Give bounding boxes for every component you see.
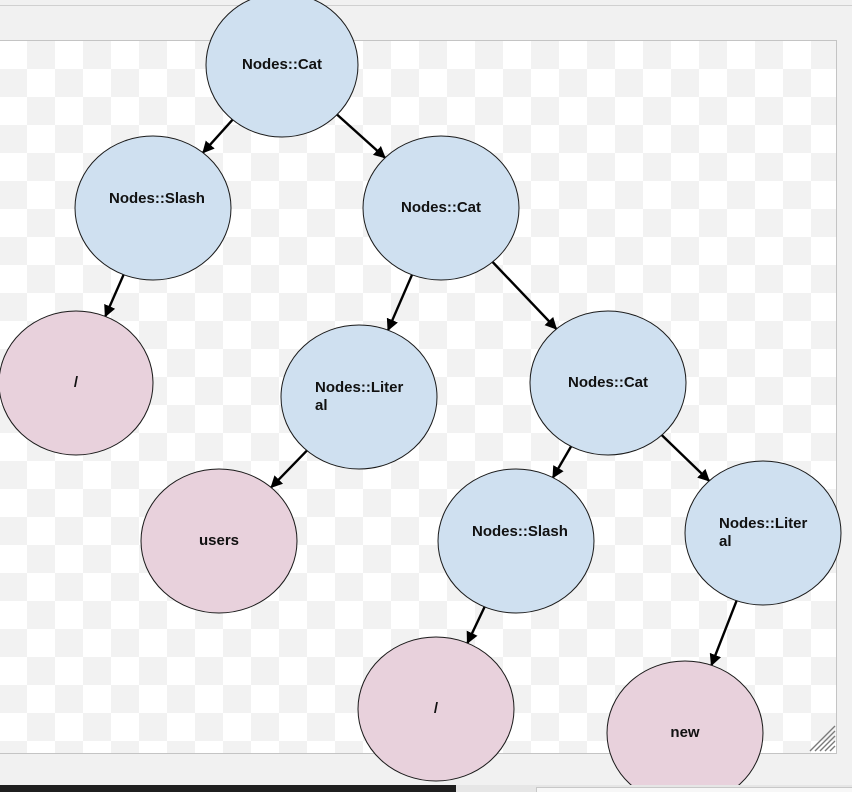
bottom-tab[interactable]	[536, 787, 852, 792]
edge-n6-n9	[660, 434, 711, 482]
node-label-n4: /	[73, 374, 79, 391]
node-label-n5: Nodes::Literal	[315, 379, 404, 414]
edge-n1-n3	[336, 113, 386, 159]
top-divider	[0, 5, 852, 6]
node-label-n10: /	[433, 700, 439, 717]
node-label-n2: Nodes::Slash	[109, 190, 205, 207]
edge-n3-n5	[386, 274, 414, 332]
leaf-node-n10[interactable]	[357, 636, 515, 782]
tree-node-n2[interactable]	[74, 135, 232, 281]
tree-node-n6[interactable]	[529, 310, 687, 456]
node-label-n7: users	[198, 532, 240, 549]
leaf-node-n4[interactable]	[0, 310, 154, 456]
node-label-n8: Nodes::Slash	[472, 523, 568, 540]
edge-n9-n11	[709, 600, 738, 667]
node-label-n9: Nodes::Literal	[719, 515, 808, 550]
node-label-n11: new	[670, 724, 700, 741]
leaf-node-n7[interactable]	[140, 468, 298, 614]
leaf-node-n11[interactable]	[606, 660, 764, 792]
edge-n8-n10	[466, 606, 486, 645]
resize-handle-icon[interactable]	[806, 722, 836, 752]
bottom-bar	[0, 785, 456, 792]
edge-n1-n2	[202, 118, 234, 154]
edge-n3-n6	[491, 261, 558, 330]
tree-node-n5[interactable]	[280, 324, 438, 470]
tree-node-n8[interactable]	[437, 468, 595, 614]
tree-node-n9[interactable]	[684, 460, 842, 606]
tree-node-n1[interactable]	[205, 0, 359, 138]
node-label-n1: Nodes::Cat	[241, 56, 322, 73]
edge-n5-n7	[270, 449, 308, 489]
edge-n2-n4	[104, 274, 125, 318]
node-label-n3: Nodes::Cat	[400, 199, 481, 216]
tree-node-n3[interactable]	[362, 135, 520, 281]
node-label-n6: Nodes::Cat	[567, 374, 648, 391]
edge-n6-n8	[551, 445, 573, 479]
